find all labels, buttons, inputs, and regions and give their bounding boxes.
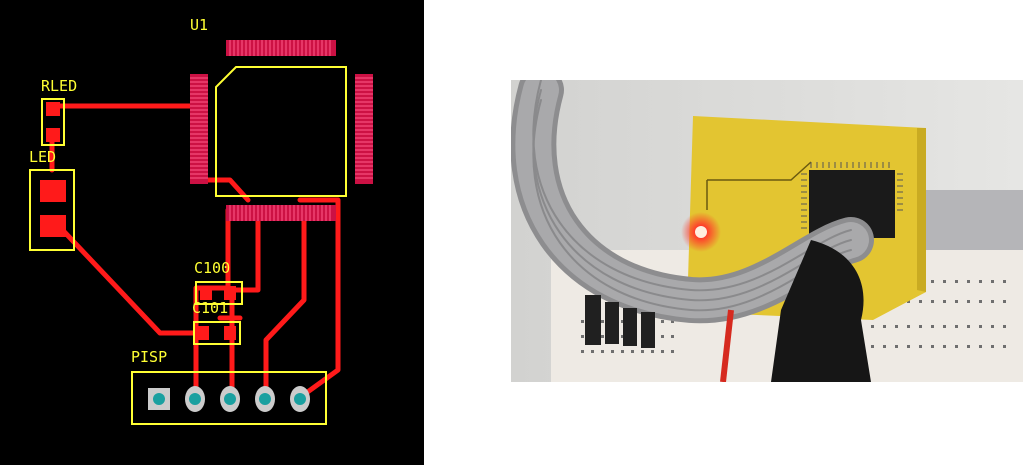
led-pad-2 — [40, 215, 66, 237]
c100-outline — [195, 281, 243, 305]
c100-pad-1 — [200, 286, 212, 300]
cable-connector — [771, 240, 871, 382]
rled-pad-1 — [46, 102, 60, 116]
pisp-pins — [148, 386, 310, 412]
c101-outline — [193, 321, 241, 345]
c101-pad-2 — [224, 326, 236, 340]
rled-label: RLED — [41, 77, 77, 95]
led-label: LED — [29, 148, 56, 166]
u1-outline — [215, 66, 347, 197]
c100-label: C100 — [194, 259, 230, 277]
rled-pad-2 — [46, 128, 60, 142]
c101-pad-1 — [197, 326, 209, 340]
c100-pad-2 — [224, 286, 236, 300]
pisp-label: PISP — [131, 348, 167, 366]
red-wire — [720, 309, 734, 382]
header-pins — [585, 295, 655, 348]
pcb-layout-view: U1 RLED LED C100 C101 PISP — [0, 0, 424, 465]
pisp-outline — [131, 371, 327, 425]
trace-u1-pisp5 — [297, 197, 341, 399]
photo-canvas — [511, 80, 1023, 382]
assembled-board-photo — [511, 80, 1023, 382]
c101-label: C101 — [192, 299, 228, 317]
trace-u1-pisp4 — [263, 207, 307, 399]
u1-label: U1 — [190, 16, 208, 34]
pcb-canvas: U1 RLED LED C100 C101 PISP — [29, 16, 373, 425]
trace-u1-internal — [197, 177, 251, 203]
rled-outline — [41, 98, 65, 146]
led-outline — [29, 169, 75, 251]
trace-led-c101 — [52, 219, 196, 336]
led-pad-1 — [40, 180, 66, 202]
